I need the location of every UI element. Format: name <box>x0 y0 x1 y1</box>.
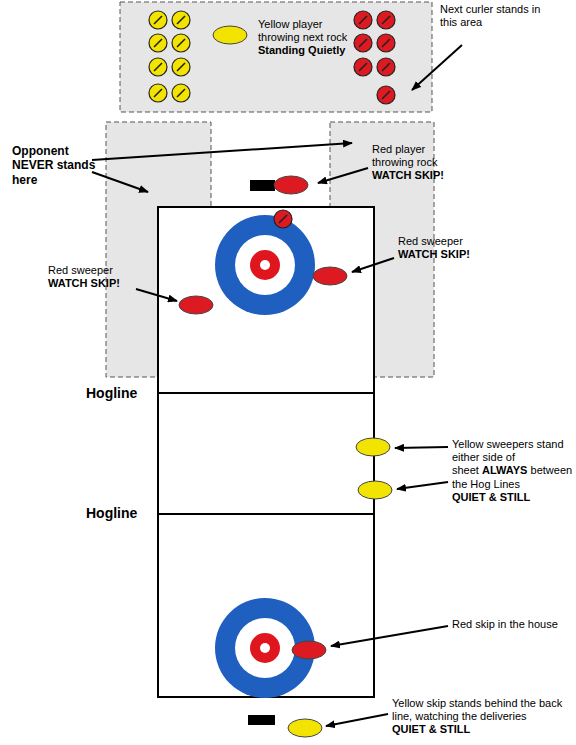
label-group: Opponent NEVER stands here <box>12 144 98 187</box>
label-group: Red skip in the house <box>452 618 567 631</box>
stone <box>172 84 190 102</box>
player-marker <box>358 481 392 499</box>
label-group: Red player throwing rockWATCH SKIP! <box>372 143 464 183</box>
sheet <box>158 207 374 697</box>
stone <box>354 34 372 52</box>
hack <box>248 715 275 725</box>
instruction-text: Standing Quietly <box>258 44 350 57</box>
label-group: Hogline <box>86 385 156 402</box>
stone <box>377 34 395 52</box>
button <box>260 643 270 653</box>
warning-text: WATCH SKIP! <box>398 248 518 261</box>
button <box>260 260 270 270</box>
label-group: Red sweeperWATCH SKIP! <box>398 235 518 261</box>
stone <box>274 210 292 228</box>
callout-text: Red skip in the house <box>452 618 567 631</box>
warning-text: WATCH SKIP! <box>372 169 464 182</box>
warning-text: ALWAYS <box>482 464 527 476</box>
hog-line <box>158 392 374 394</box>
warning-text: QUIET & STILL <box>452 491 564 504</box>
label-group: Yellow skip stands behind the back line,… <box>392 697 572 737</box>
ring-4ft <box>250 250 280 280</box>
warning-text: QUIET & STILL <box>392 723 572 736</box>
callout-text: Next curler stands in this area <box>440 3 558 29</box>
player-marker <box>288 719 322 737</box>
stone <box>172 11 190 29</box>
stone <box>149 34 167 52</box>
ring-8ft <box>235 235 295 295</box>
hack <box>250 180 275 191</box>
label-group: Next curler stands in this area <box>440 3 558 29</box>
line-label: Hogline <box>86 505 156 522</box>
ring-12ft <box>215 215 315 315</box>
player-marker <box>292 641 326 659</box>
stone <box>377 11 395 29</box>
callout-text: Yellow skip stands behind the back line,… <box>392 697 572 723</box>
callout-text: Red player throwing rock <box>372 143 464 169</box>
stone <box>149 58 167 76</box>
player-marker <box>179 296 213 314</box>
player-marker <box>313 267 347 285</box>
line-label: Hogline <box>86 385 156 402</box>
player-marker <box>356 438 390 456</box>
waiting-area-box: Yellow player throwing next rockStanding… <box>120 2 432 112</box>
stone <box>354 11 372 29</box>
warning-text: Opponent NEVER stands here <box>12 144 98 187</box>
stone <box>172 34 190 52</box>
waiting-area <box>120 2 432 112</box>
stone <box>377 58 395 76</box>
stone <box>172 58 190 76</box>
callout-text: Red sweeper <box>398 235 518 248</box>
label-group: Yellow sweepers stand either side of she… <box>452 438 564 504</box>
player-marker <box>213 26 247 44</box>
label-group: Hogline <box>86 505 156 522</box>
stone <box>149 11 167 29</box>
ring-8ft <box>235 618 295 678</box>
warning-text: WATCH SKIP! <box>48 277 138 290</box>
area-text: Yellow player throwing next rock <box>258 18 350 44</box>
callout-text: Red sweeper <box>48 264 138 277</box>
player-marker <box>274 176 308 194</box>
stone <box>354 58 372 76</box>
hog-line <box>158 513 374 515</box>
stone <box>149 84 167 102</box>
stone <box>377 86 395 104</box>
label-group: Red sweeperWATCH SKIP! <box>48 264 138 290</box>
ring-4ft <box>250 633 280 663</box>
house <box>215 215 315 315</box>
